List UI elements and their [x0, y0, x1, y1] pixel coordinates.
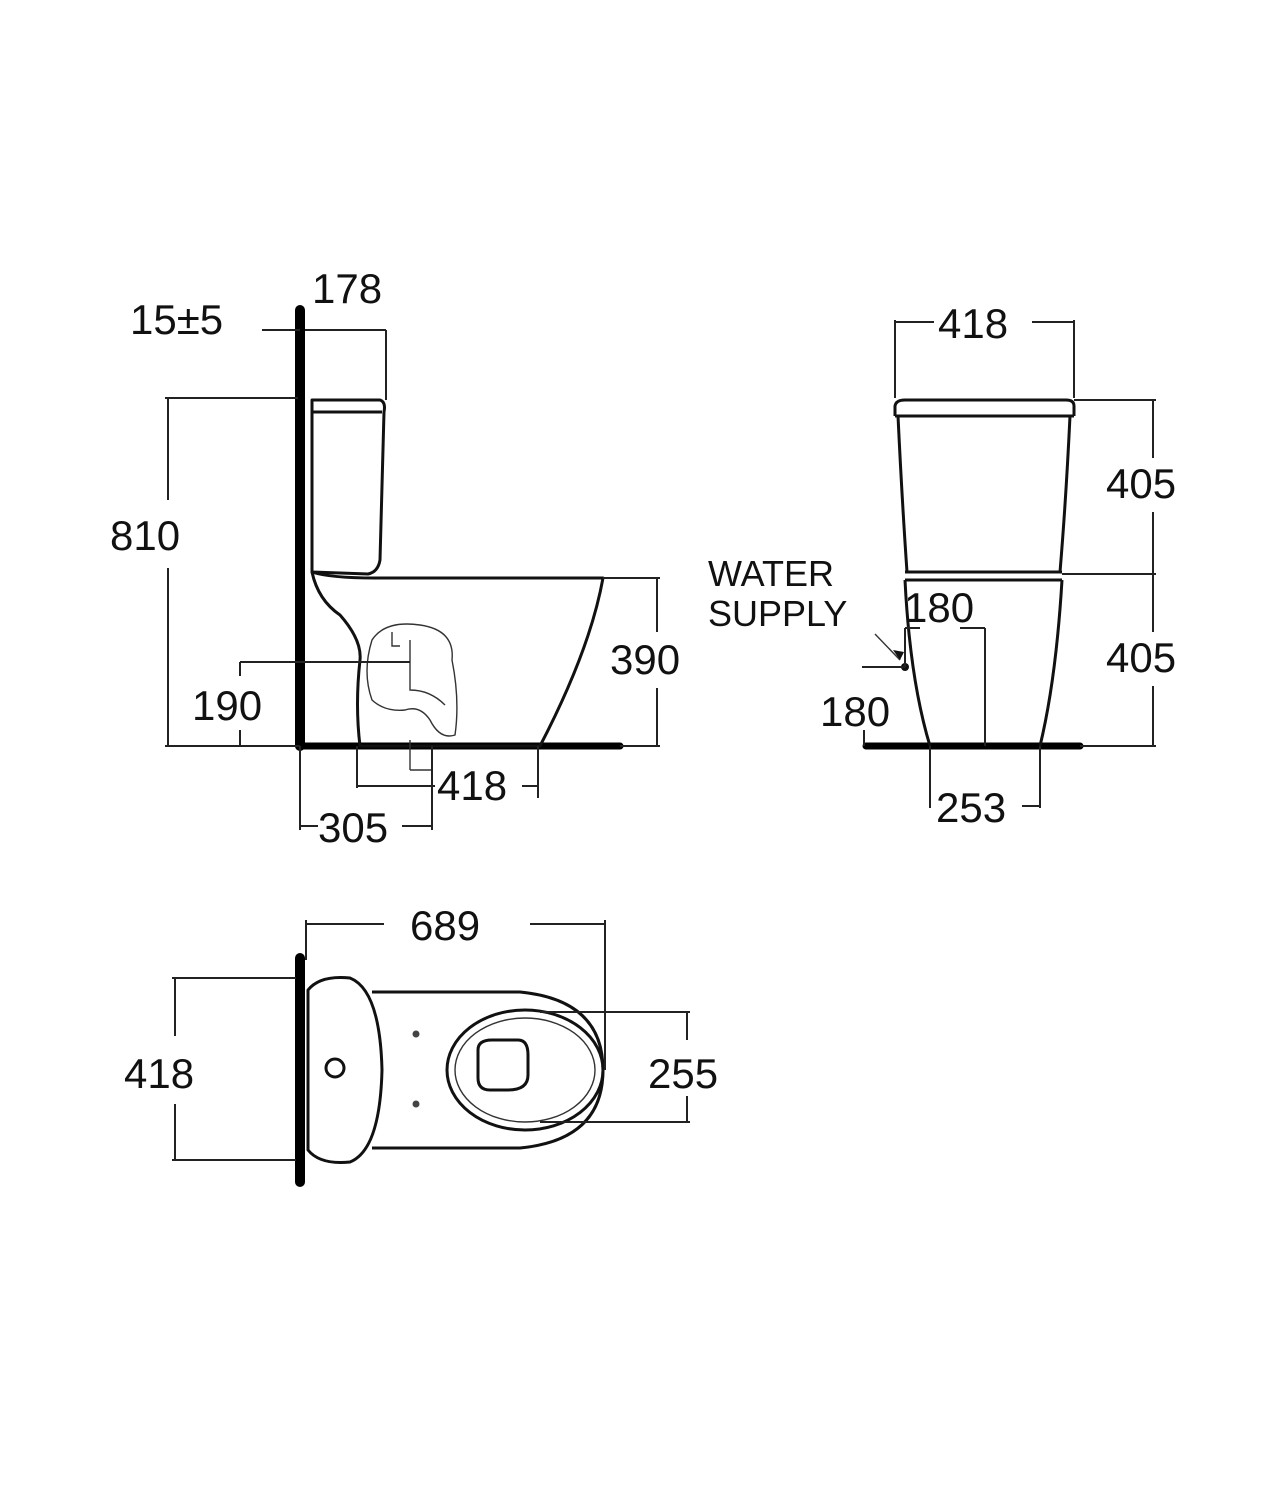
top-fixing-hole-upper — [412, 1030, 420, 1038]
top-bowl-outline — [372, 990, 605, 1150]
top-seat-ring — [445, 1008, 605, 1132]
top-bowl-opening — [476, 1038, 530, 1092]
top-view: 689 418 255 — [124, 902, 718, 1187]
front-tank-body — [896, 415, 1072, 573]
dim-wall-gap-label: 15±5 — [130, 296, 223, 343]
dim-outlet-label: 305 — [318, 804, 388, 851]
dim-total-height-label: 810 — [110, 512, 180, 559]
water-supply-label-line1: WATER — [708, 553, 834, 594]
dim-front-width-label: 418 — [938, 300, 1008, 347]
top-fixing-hole-lower — [412, 1100, 420, 1108]
dim-bowl-height-label: 390 — [610, 636, 680, 683]
side-tank-outline — [310, 398, 386, 576]
dim-base-width-label: 253 — [936, 784, 1006, 831]
front-tank-lid — [893, 398, 1076, 416]
top-tap-hole — [324, 1057, 346, 1079]
side-trapway-inner — [391, 632, 446, 706]
front-bowl-body — [903, 579, 1064, 747]
side-view: 15±5 178 810 390 190 418 — [110, 265, 680, 851]
dim-front-bowl-label: 405 — [1106, 634, 1176, 681]
water-supply-label-line2: SUPPLY — [708, 593, 847, 634]
dim-tank-height-label: 405 — [1106, 460, 1176, 507]
side-bowl-outline — [310, 570, 605, 748]
top-seat-ring-inner — [454, 1017, 596, 1123]
dim-top-width-label: 418 — [124, 1050, 194, 1097]
dim-base-length-label: 418 — [437, 762, 507, 809]
top-tank-outline — [306, 976, 384, 1164]
water-supply-arrowhead — [893, 650, 904, 660]
dim-supply-offset-label: 180 — [904, 584, 974, 631]
dim-inlet-height-label: 190 — [192, 682, 262, 729]
dim-tank-depth-label: 178 — [312, 265, 382, 312]
water-supply-leader — [874, 633, 901, 661]
dim-bowl-width-label: 255 — [648, 1050, 718, 1097]
dim-supply-height-label: 180 — [820, 688, 890, 735]
front-view: 418 405 405 WATER SUPPLY 180 180 253 — [708, 300, 1176, 831]
side-trapway — [366, 623, 458, 737]
dim-top-length-label: 689 — [410, 902, 480, 949]
